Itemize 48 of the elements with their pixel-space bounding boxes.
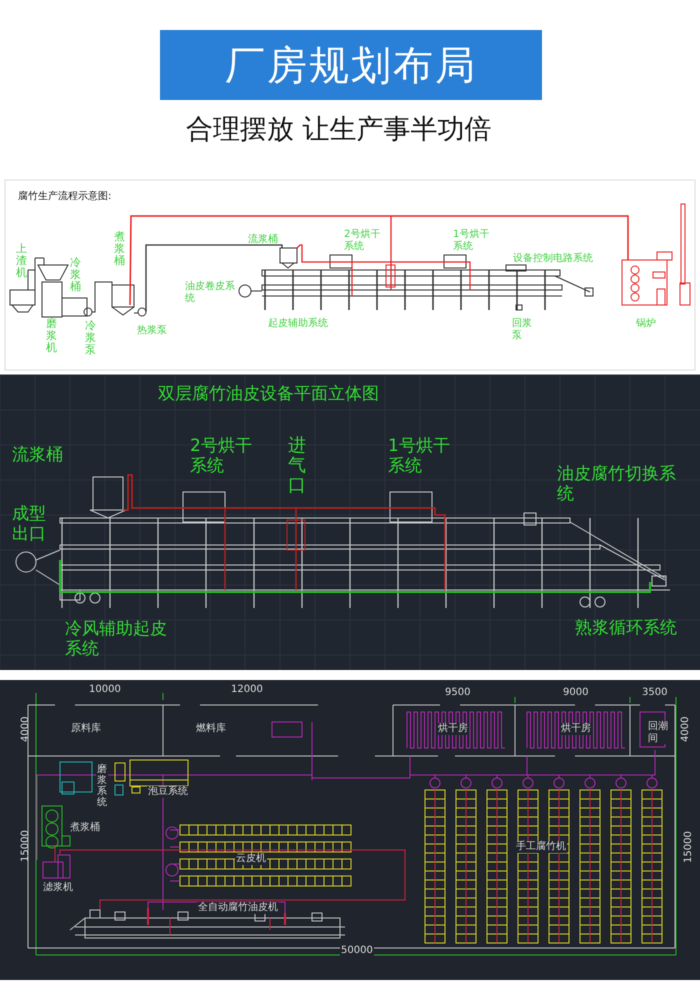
part-label: 2号烘干系统 — [344, 229, 382, 252]
part-label: 回浆泵 — [512, 318, 533, 341]
area-label: 云皮机 — [235, 853, 267, 864]
dimension-label: 4000 — [20, 716, 32, 742]
part-label: 流浆桶 — [248, 234, 278, 246]
title-text: 厂房规划布局 — [225, 42, 477, 90]
dimension-label: 9500 — [444, 687, 472, 698]
room-label: 燃料库 — [195, 723, 227, 734]
part-label: 热浆泵 — [137, 325, 167, 336]
area-label: 煮浆桶 — [69, 822, 101, 834]
dimension-label: 10000 — [88, 684, 122, 696]
part-label: 2号烘干系统 — [190, 437, 253, 476]
part-label: 冷浆桶 — [70, 257, 81, 294]
part-label: 油皮腐竹切换系统 — [557, 465, 677, 504]
part-label: 油皮卷皮系统 — [185, 281, 236, 304]
dimension-label: 50000 — [340, 945, 374, 956]
room-label: 烘干房 — [560, 723, 592, 734]
dimension-label: 15000 — [20, 830, 32, 862]
panel-heading: 双层腐竹油皮设备平面立体图 — [158, 385, 379, 405]
area-label: 滤浆机 — [42, 882, 74, 894]
part-label: 冷浆泵 — [85, 320, 96, 356]
dimension-label: 15000 — [683, 831, 694, 863]
title-banner — [160, 30, 542, 100]
part-label: 上渣机 — [16, 243, 27, 280]
part-label: 煮浆桶 — [114, 231, 125, 268]
panel-heading: 腐竹生产流程示意图: — [18, 191, 112, 202]
dimension-label: 4000 — [680, 716, 692, 742]
part-label: 1号烘干系统 — [453, 229, 490, 252]
dimension-label: 12000 — [230, 684, 264, 696]
part-label: 磨浆机 — [46, 318, 57, 354]
room-label: 原料库 — [70, 723, 102, 734]
part-label: 设备控制电路系统 — [513, 253, 593, 264]
part-label: 进气口 — [288, 436, 306, 496]
part-label: 流浆桶 — [12, 446, 63, 466]
dimension-label: 3500 — [641, 687, 668, 698]
part-label: 起皮辅助系统 — [268, 318, 328, 330]
subtitle: 合理摆放 让生产事半功倍 — [186, 114, 492, 146]
part-label: 1号烘干系统 — [388, 437, 451, 476]
part-label: 成型出口 — [12, 505, 47, 544]
room-label: 烘干房 — [437, 723, 469, 734]
part-label: 锅炉 — [636, 318, 656, 330]
area-label: 泡豆系统 — [147, 786, 189, 798]
part-label: 熟浆循环系统 — [575, 619, 677, 639]
area-label: 磨浆系统 — [96, 764, 108, 808]
dimension-label: 9000 — [562, 687, 590, 698]
area-label: 手工腐竹机 — [515, 841, 567, 852]
part-label: 冷风辅助起皮系统 — [65, 620, 168, 660]
area-label: 全自动腐竹油皮机 — [197, 902, 279, 914]
